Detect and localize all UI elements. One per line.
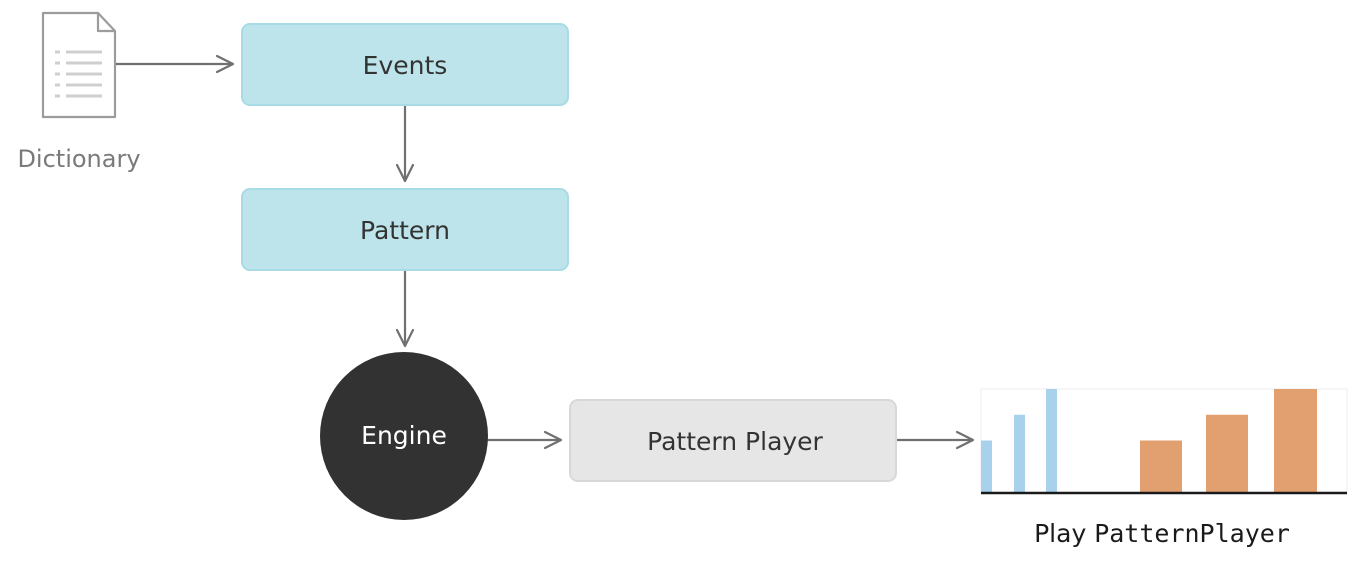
pattern-player-label: Pattern Player [647,427,823,456]
pattern-player-node: Pattern Player [569,399,897,482]
engine-node: Engine [320,352,488,520]
play-caption-prefix: Play [1034,519,1086,548]
events-label: Events [363,51,448,80]
output-bar-2 [1014,414,1025,492]
play-caption-code: PatternPlayer [1094,519,1290,548]
output-bar-6 [1274,389,1317,492]
dictionary-label: Dictionary [17,145,140,173]
output-bar-chart [980,388,1348,495]
pattern-node: Pattern [241,188,569,271]
events-node: Events [241,23,569,106]
play-caption: Play PatternPlayer [1034,519,1290,548]
engine-label: Engine [361,421,447,450]
pattern-label: Pattern [360,216,450,245]
document-icon [41,11,117,119]
output-bar-5 [1206,414,1248,492]
output-bar-4 [1140,440,1182,492]
output-bar-1 [981,440,992,492]
output-bar-3 [1046,389,1057,492]
